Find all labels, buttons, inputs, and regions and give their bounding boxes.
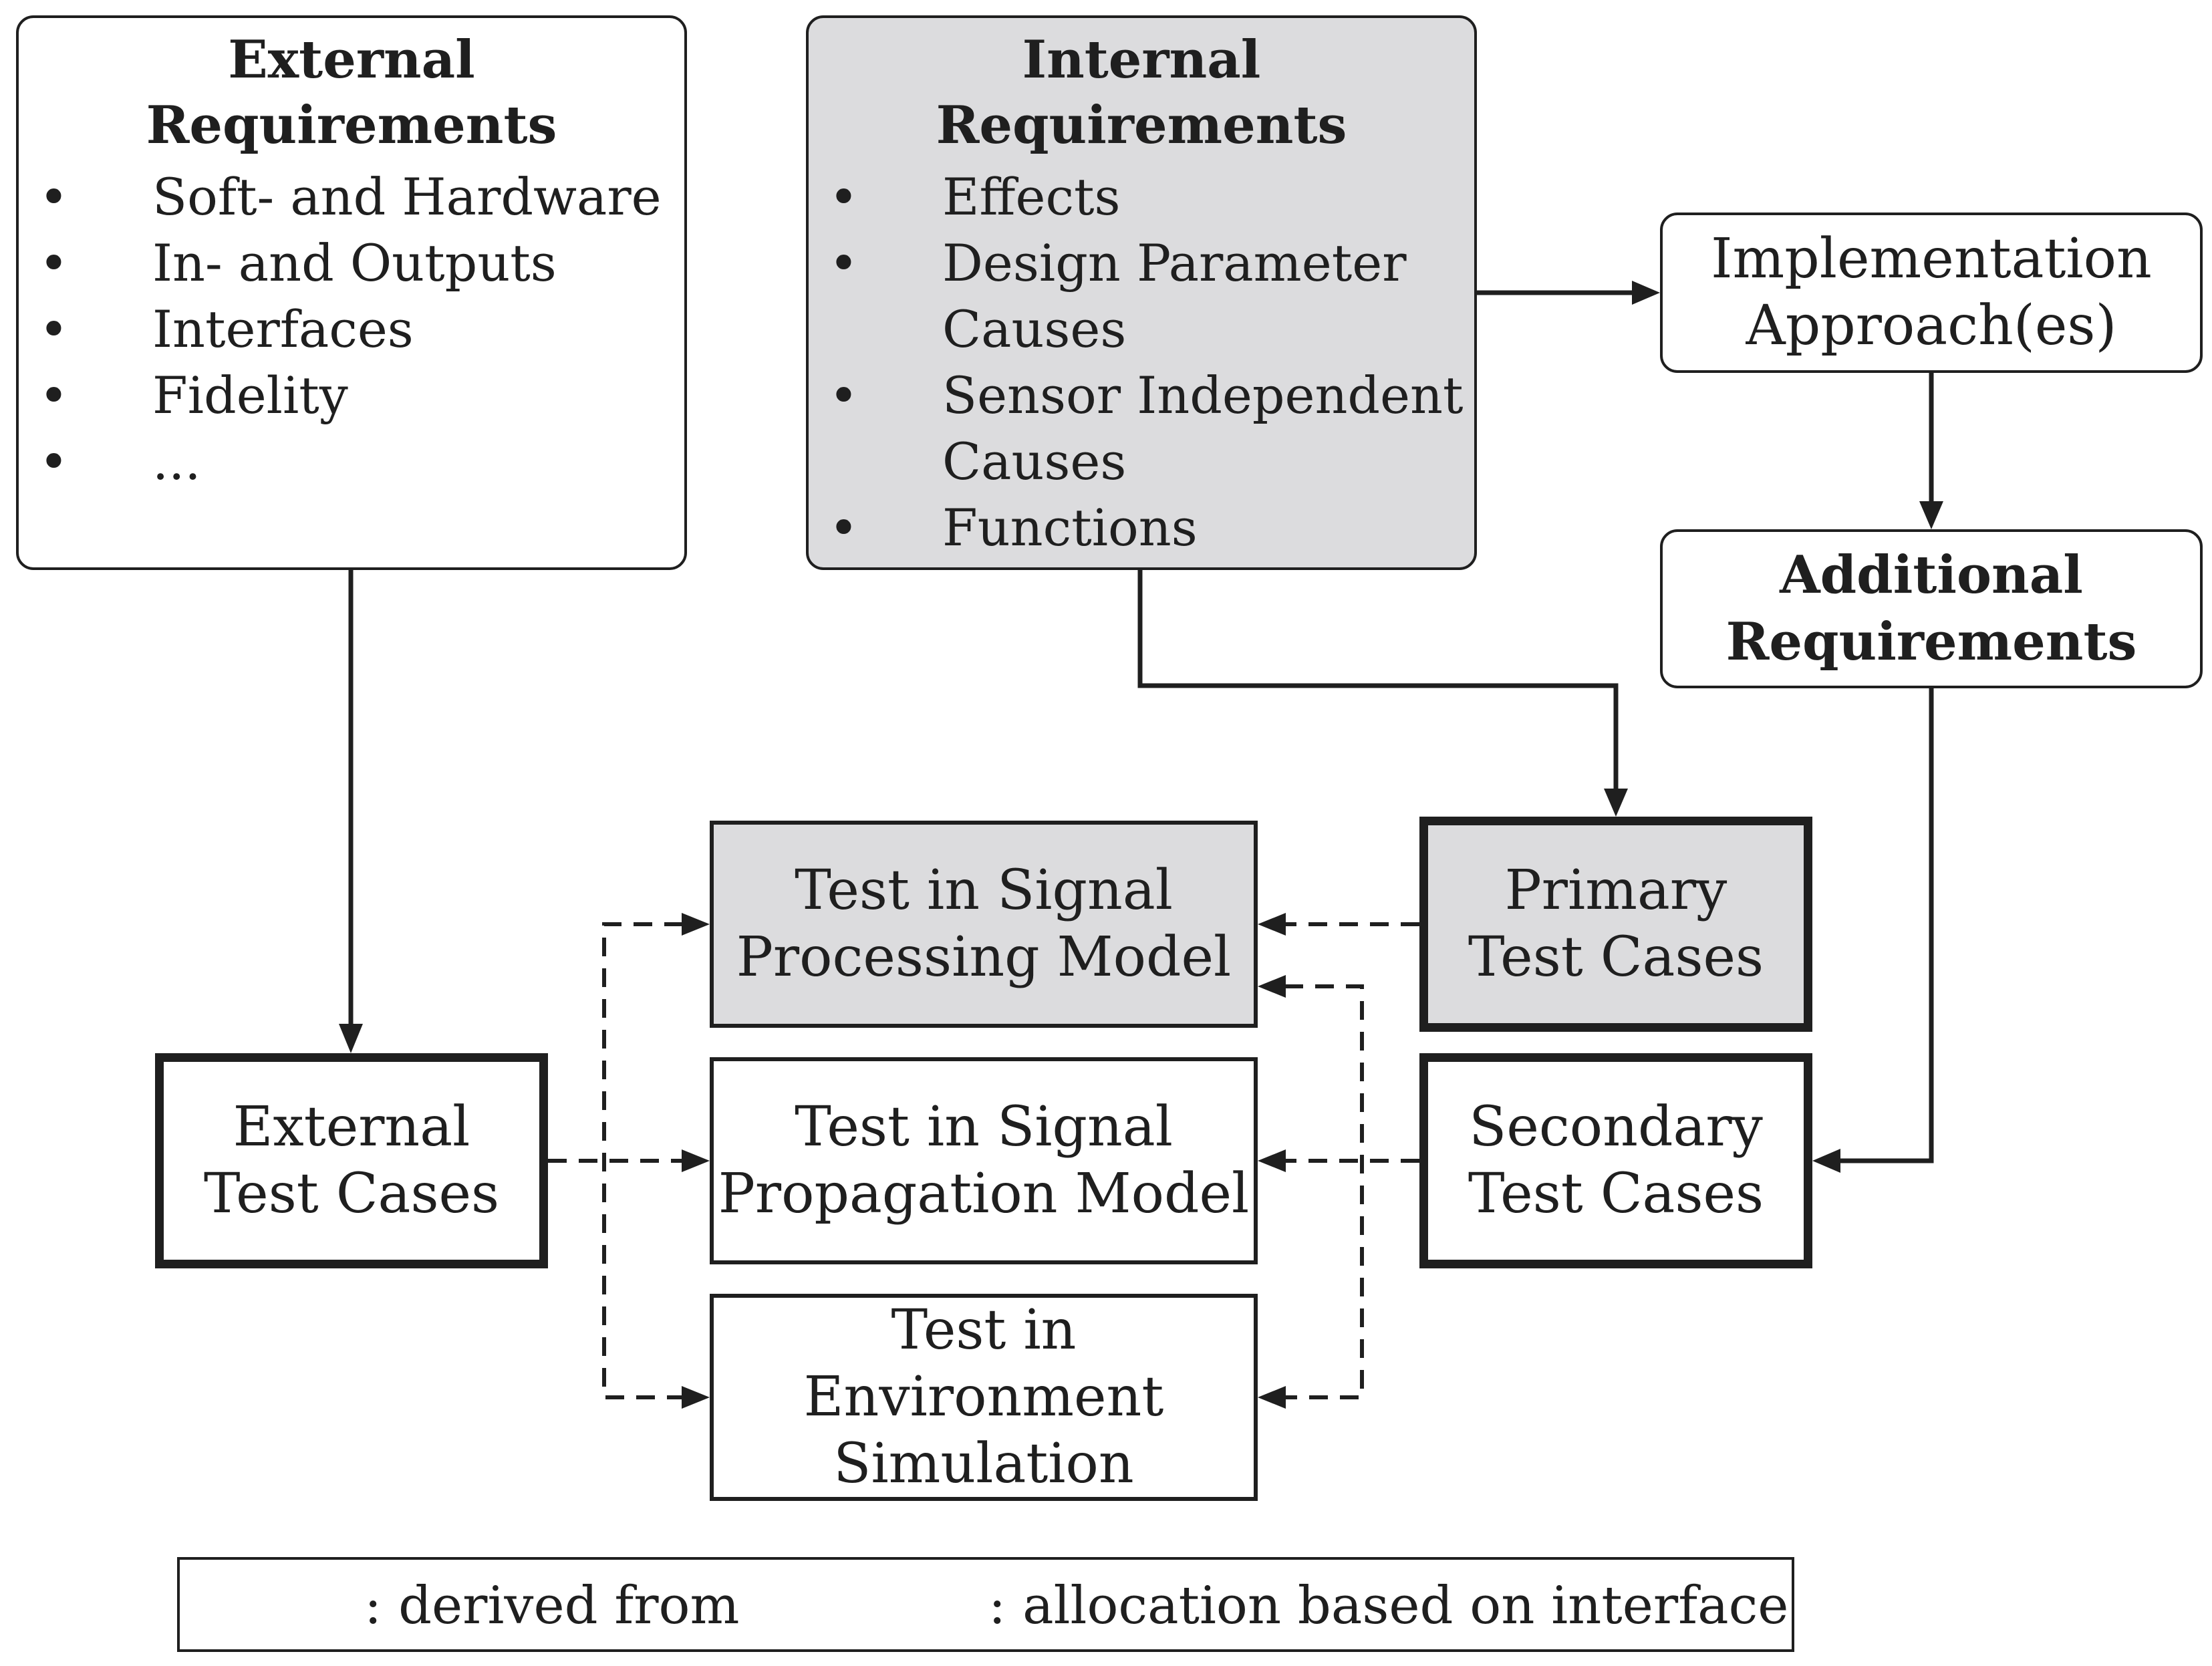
legend-allocation-label: : allocation based on interface — [988, 1576, 1789, 1636]
arrowhead-icon — [682, 1149, 710, 1172]
list-item: •Functions — [809, 495, 1474, 561]
bullet-icon: • — [829, 233, 859, 293]
primary-test-cases-line1: Primary — [1504, 859, 1727, 922]
bullet-icon: • — [829, 498, 859, 557]
list-item: •Effects — [809, 164, 1474, 230]
external-test-cases-line1: External — [233, 1095, 470, 1159]
test-environment-simulation-line2: Simulation — [833, 1432, 1134, 1496]
dashed-external-to-signal-processing-and-environment — [602, 922, 683, 1399]
list-item: •Design Parameter Causes — [809, 230, 1474, 362]
implementation-approach-line2: Approach(es) — [1746, 294, 2117, 358]
external-requirements-box: External Requirements •Soft- and Hardwar… — [16, 15, 687, 570]
test-signal-processing-line2: Processing Model — [736, 926, 1232, 989]
arrow-internal-req-to-primary-test-cases — [1137, 570, 1619, 790]
arrowhead-icon — [1632, 281, 1660, 305]
list-item: •Fidelity — [19, 362, 684, 428]
arrowhead-icon — [1919, 501, 1943, 529]
list-item: •... — [19, 428, 684, 495]
bullet-icon: • — [39, 167, 69, 227]
test-signal-propagation-line2: Propagation Model — [718, 1162, 1250, 1226]
dashed-secondary-to-signal-processing-and-environment — [1284, 984, 1364, 1399]
test-signal-propagation-line1: Test in Signal — [795, 1095, 1173, 1159]
implementation-approach-line1: Implementation — [1711, 227, 2152, 291]
arrowhead-icon — [1258, 1149, 1286, 1172]
primary-test-cases-box: Primary Test Cases — [1419, 817, 1812, 1032]
bullet-icon: • — [39, 432, 69, 491]
bullet-icon: • — [39, 299, 69, 359]
test-signal-processing-box: Test in Signal Processing Model — [710, 821, 1258, 1028]
external-test-cases-box: External Test Cases — [155, 1053, 548, 1268]
additional-requirements-line1: Additional — [1780, 545, 2083, 605]
test-signal-propagation-box: Test in Signal Propagation Model — [710, 1057, 1258, 1264]
bullet-icon: • — [39, 366, 69, 425]
secondary-test-cases-line2: Test Cases — [1468, 1162, 1764, 1226]
primary-test-cases-line2: Test Cases — [1468, 926, 1764, 989]
external-test-cases-line2: Test Cases — [203, 1162, 500, 1226]
arrowhead-icon — [682, 1386, 710, 1409]
list-item: •Sensor Independent Causes — [809, 362, 1474, 495]
list-item: •Interfaces — [19, 296, 684, 362]
arrowhead-icon — [1258, 1386, 1286, 1409]
implementation-approach-box: Implementation Approach(es) — [1660, 213, 2203, 373]
external-requirements-list: •Soft- and Hardware •In- and Outputs •In… — [19, 164, 684, 495]
internal-requirements-title-line1: Internal — [1022, 29, 1261, 90]
legend-box: : derived from : allocation based on int… — [177, 1557, 1794, 1652]
test-environment-simulation-line1: Test in Environment — [803, 1298, 1164, 1429]
external-requirements-title-line1: External — [228, 29, 475, 90]
bullet-icon: • — [829, 167, 859, 227]
list-item: •Soft- and Hardware — [19, 164, 684, 230]
test-environment-simulation-box: Test in Environment Simulation — [710, 1294, 1258, 1501]
bullet-icon: • — [829, 366, 859, 425]
external-requirements-title-line2: Requirements — [146, 95, 557, 156]
list-item: •In- and Outputs — [19, 230, 684, 296]
arrowhead-icon — [1604, 789, 1628, 817]
legend-derived-from-label: : derived from — [364, 1576, 740, 1636]
additional-requirements-line2: Requirements — [1725, 611, 2137, 672]
secondary-test-cases-line1: Secondary — [1469, 1095, 1763, 1159]
arrow-additional-req-to-secondary-test-cases — [1839, 688, 1934, 1163]
arrowhead-icon — [682, 913, 710, 936]
arrowhead-icon — [1812, 1149, 1840, 1173]
bullet-icon: • — [39, 233, 69, 293]
arrowhead-icon — [1258, 913, 1286, 936]
additional-requirements-box: Additional Requirements — [1660, 529, 2203, 688]
test-signal-processing-line1: Test in Signal — [795, 859, 1173, 922]
internal-requirements-list: •Effects •Design Parameter Causes •Senso… — [809, 164, 1474, 561]
secondary-test-cases-box: Secondary Test Cases — [1419, 1053, 1812, 1268]
internal-requirements-box: Internal Requirements •Effects •Design P… — [806, 15, 1477, 570]
arrowhead-icon — [1258, 975, 1286, 998]
arrowhead-icon — [339, 1024, 363, 1053]
internal-requirements-title-line2: Requirements — [936, 95, 1347, 156]
